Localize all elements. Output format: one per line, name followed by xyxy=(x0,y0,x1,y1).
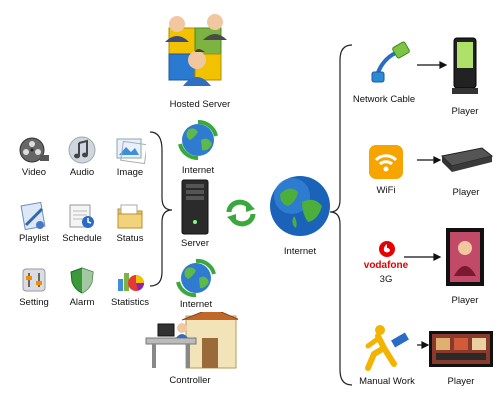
controller-house-icon xyxy=(145,312,238,369)
internet-bottom-node: Internet xyxy=(166,258,226,313)
vodafone-icon xyxy=(379,241,395,257)
connection-manual-work: Manual Work xyxy=(350,320,424,392)
settings-icon xyxy=(22,268,46,292)
landscape-display-icon xyxy=(429,331,493,367)
shield-icon xyxy=(70,267,94,294)
connection-label: Network Cable xyxy=(352,94,416,105)
connection-3g: vodafone 3G xyxy=(356,238,416,300)
status-folder-icon xyxy=(117,204,143,229)
feature-label: Status xyxy=(116,233,144,244)
server-tower-icon xyxy=(181,179,209,235)
feature-statistics[interactable]: Statistics xyxy=(106,263,154,313)
portrait-display-icon xyxy=(446,228,484,286)
playlist-icon xyxy=(20,201,46,231)
media-box-icon xyxy=(440,147,494,172)
feature-playlist[interactable]: Playlist xyxy=(10,199,58,249)
internet-top-label: Internet xyxy=(181,165,215,176)
internet-center-node: Internet xyxy=(262,172,338,262)
hosted-server-users-icon xyxy=(165,14,227,86)
connection-network-cable: Network Cable xyxy=(350,36,420,116)
running-man-usb-icon xyxy=(365,325,409,371)
connection-label: WiFi xyxy=(376,185,396,196)
player-label: Player xyxy=(447,376,475,387)
hosted-server-label: Hosted Server xyxy=(169,99,231,110)
connection-label: 3G xyxy=(379,274,393,285)
player-box: Player xyxy=(436,140,496,200)
schedule-icon xyxy=(69,204,94,228)
pie-chart-icon xyxy=(118,273,144,291)
internet-bottom-label: Internet xyxy=(179,299,213,310)
feature-schedule[interactable]: Schedule xyxy=(58,199,106,249)
server-node: Server xyxy=(170,178,220,253)
controller-node: Controller xyxy=(140,312,240,394)
feature-image[interactable]: Image xyxy=(106,133,154,183)
globe-icon xyxy=(176,258,216,298)
feature-setting[interactable]: Setting xyxy=(10,263,58,313)
feature-video[interactable]: Video xyxy=(10,133,58,183)
feature-label: Statistics xyxy=(110,297,149,308)
image-icon xyxy=(116,138,146,165)
player-label: Player xyxy=(451,106,479,117)
feature-label: Alarm xyxy=(69,297,95,308)
feature-label: Image xyxy=(116,167,144,178)
feature-audio[interactable]: Audio xyxy=(58,133,106,183)
music-note-icon xyxy=(68,136,96,164)
player-landscape-display: Player xyxy=(428,326,494,392)
feature-label: Playlist xyxy=(18,233,50,244)
vodafone-label: vodafone xyxy=(363,260,409,271)
server-label: Server xyxy=(181,238,209,249)
feature-label: Setting xyxy=(19,297,49,308)
player-label: Player xyxy=(452,187,480,198)
feature-grid: Video Audio Image Playlist xyxy=(10,133,155,313)
player-kiosk: Player xyxy=(440,36,490,117)
connection-wifi: WiFi xyxy=(356,138,416,200)
feature-status[interactable]: Status xyxy=(106,199,154,249)
hosted-server-node: Hosted Server xyxy=(155,6,245,116)
player-label: Player xyxy=(451,295,479,306)
feature-alarm[interactable]: Alarm xyxy=(58,263,106,313)
connection-label: Manual Work xyxy=(359,376,415,387)
feature-label: Audio xyxy=(69,167,95,178)
controller-label: Controller xyxy=(169,375,211,386)
network-cable-icon xyxy=(371,41,410,83)
feature-label: Schedule xyxy=(62,233,102,244)
globe-icon xyxy=(178,119,218,161)
wifi-icon xyxy=(369,145,403,179)
sync-arrows-icon xyxy=(226,199,256,227)
feature-label: Video xyxy=(21,167,47,178)
internet-center-label: Internet xyxy=(283,246,317,257)
internet-top-node: Internet xyxy=(168,118,228,178)
player-portrait-display: Player xyxy=(440,226,490,306)
film-reel-icon xyxy=(19,137,49,163)
kiosk-display-icon xyxy=(452,37,478,94)
globe-icon xyxy=(270,176,330,236)
